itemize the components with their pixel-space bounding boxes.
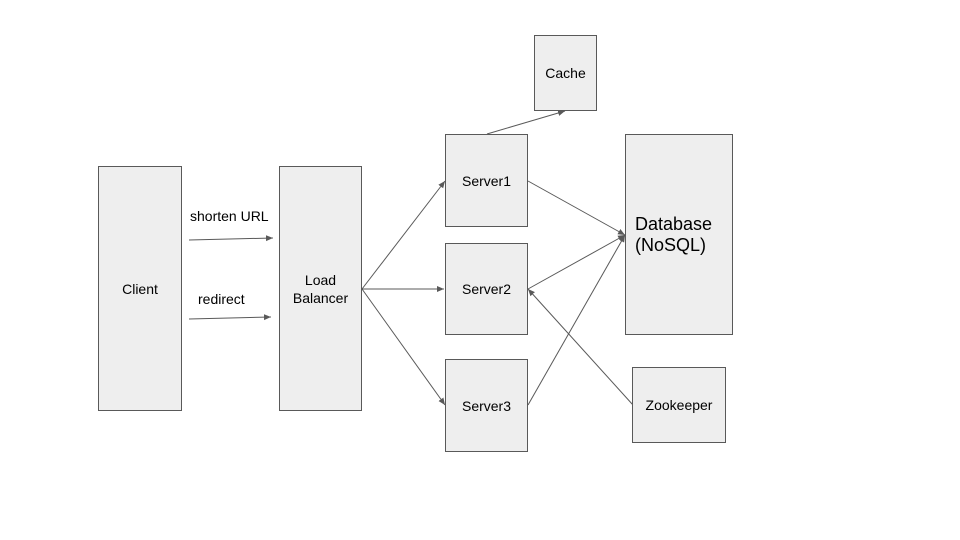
server3-node: Server3 bbox=[445, 359, 528, 452]
cache-label: Cache bbox=[545, 65, 586, 81]
edge-zookeeper-to-server2 bbox=[527, 288, 634, 406]
server3-label: Server3 bbox=[461, 397, 512, 414]
load-balancer-node: Load Balancer bbox=[279, 166, 362, 411]
database-label: Database (NoSQL) bbox=[635, 213, 713, 255]
edge-server1-to-cache bbox=[486, 110, 566, 135]
server1-node: Server1 bbox=[445, 134, 528, 227]
edge-lb-to-server1 bbox=[361, 180, 446, 290]
cache-node: Cache bbox=[534, 35, 597, 111]
edge-client-to-lb-redirect bbox=[188, 314, 272, 321]
server2-label: Server2 bbox=[461, 281, 512, 297]
database-node: Database (NoSQL) bbox=[625, 134, 733, 335]
shorten-url-label: shorten URL bbox=[190, 208, 269, 224]
client-node: Client bbox=[98, 166, 182, 411]
edge-server2-to-database bbox=[527, 234, 626, 290]
load-balancer-label: Load Balancer bbox=[292, 271, 349, 306]
server1-label: Server1 bbox=[461, 172, 512, 189]
edge-server3-to-database bbox=[527, 234, 626, 406]
server2-node: Server2 bbox=[445, 243, 528, 335]
client-label: Client bbox=[122, 280, 158, 297]
edge-server1-to-database bbox=[527, 180, 626, 236]
zookeeper-node: Zookeeper bbox=[632, 367, 726, 443]
redirect-label: redirect bbox=[198, 291, 245, 307]
edge-lb-to-server3 bbox=[361, 288, 446, 406]
edge-client-to-lb-shorten bbox=[188, 235, 274, 242]
zookeeper-label: Zookeeper bbox=[645, 397, 713, 413]
